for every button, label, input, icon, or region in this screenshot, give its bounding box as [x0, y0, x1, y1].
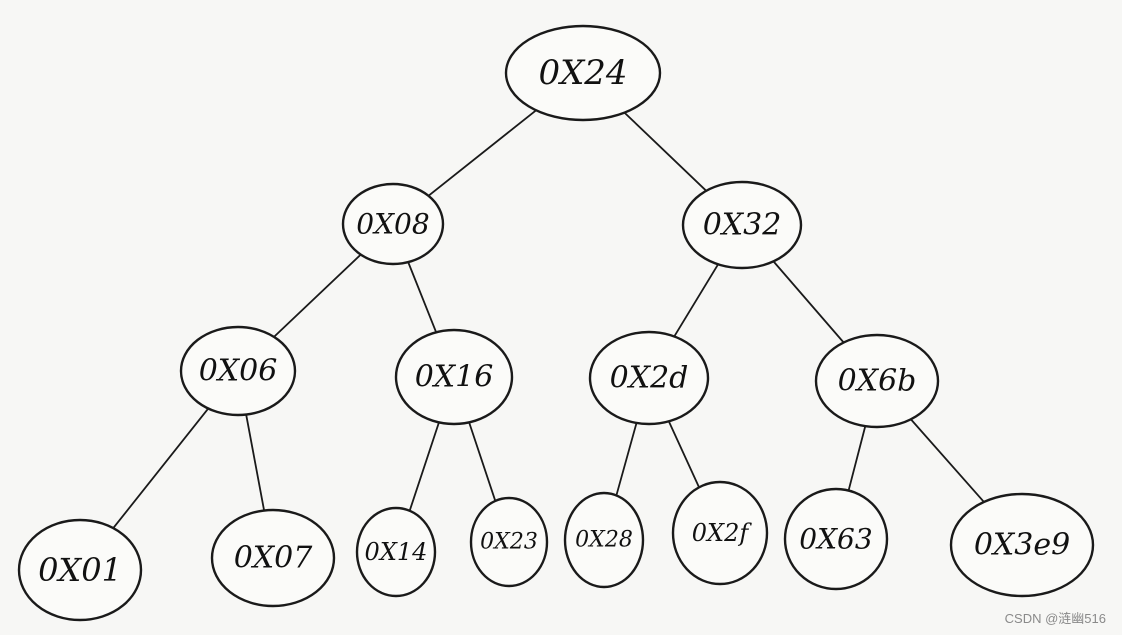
tree-edge-n0-n2 — [623, 111, 708, 192]
node-label: 0X2d — [610, 361, 689, 396]
node-label: 0X6b — [838, 364, 917, 399]
node-ellipse — [949, 492, 1095, 598]
node-ellipse — [341, 182, 445, 266]
node-ellipse — [469, 496, 549, 588]
tree-node-0x07: 0X07 — [210, 508, 336, 608]
tree-node-0x63: 0X63 — [783, 487, 889, 591]
tree-edge-n4-n10 — [468, 421, 497, 502]
node-ellipse — [563, 491, 645, 589]
tree-node-0x32: 0X32 — [681, 180, 803, 270]
node-ellipse — [394, 328, 514, 426]
node-label: 0X28 — [575, 528, 633, 553]
tree-edge-n4-n9 — [408, 421, 440, 512]
tree-edge-n6-n13 — [847, 425, 867, 492]
node-ellipse — [210, 508, 336, 608]
tree-edge-n5-n11 — [615, 422, 638, 497]
node-label: 0X32 — [703, 208, 782, 243]
tree-edge-n2-n5 — [673, 263, 720, 338]
tree-edge-n5-n12 — [667, 420, 700, 489]
node-label: 0X06 — [199, 354, 278, 389]
node-ellipse — [504, 24, 662, 122]
tree-edge-n3-n7 — [112, 407, 210, 529]
node-label: 0X16 — [415, 360, 494, 395]
node-label: 0X63 — [799, 523, 872, 556]
tree-node-0x14: 0X14 — [355, 506, 437, 598]
tree-node-0x3e9: 0X3e9 — [949, 492, 1095, 598]
node-ellipse — [783, 487, 889, 591]
tree-node-0x2f: 0X2f — [671, 480, 769, 586]
tree-node-0x28: 0X28 — [563, 491, 645, 589]
tree-node-0x01: 0X01 — [17, 518, 143, 622]
node-ellipse — [681, 180, 803, 270]
node-ellipse — [179, 325, 297, 417]
tree-edge-n2-n6 — [772, 260, 845, 344]
tree-node-0x23: 0X23 — [469, 496, 549, 588]
tree-node-0x08: 0X08 — [341, 182, 445, 266]
node-label: 0X3e9 — [974, 528, 1070, 563]
tree-node-0x06: 0X06 — [179, 325, 297, 417]
node-label: 0X23 — [480, 530, 538, 555]
nodes-layer: 0X24 0X08 0X32 0X06 0X16 0X2d 0X6b 0X01 0X07 0X14… — [17, 24, 1095, 622]
tree-node-0x6b: 0X6b — [814, 333, 940, 429]
tree-edge-n3-n8 — [245, 413, 266, 512]
node-ellipse — [355, 506, 437, 598]
tree-edge-n6-n14 — [909, 418, 985, 503]
node-label: 0X2f — [692, 519, 753, 547]
tree-node-0x2d: 0X2d — [588, 330, 710, 426]
node-ellipse — [671, 480, 769, 586]
tree-node-0x16: 0X16 — [394, 328, 514, 426]
edges-layer — [112, 109, 985, 529]
node-label: 0X08 — [356, 208, 429, 241]
node-ellipse — [17, 518, 143, 622]
node-label: 0X07 — [234, 541, 314, 576]
tree-edge-n0-n1 — [427, 109, 537, 197]
tree-node-0x24: 0X24 — [504, 24, 662, 122]
tree-edge-n1-n3 — [273, 253, 362, 338]
node-ellipse — [814, 333, 940, 429]
tree-edge-n1-n4 — [407, 261, 438, 334]
node-label: 0X01 — [38, 551, 122, 589]
watermark: CSDN @涟幽516 — [1004, 611, 1106, 626]
node-label: 0X24 — [538, 53, 627, 93]
node-label: 0X14 — [365, 538, 428, 566]
node-ellipse — [588, 330, 710, 426]
